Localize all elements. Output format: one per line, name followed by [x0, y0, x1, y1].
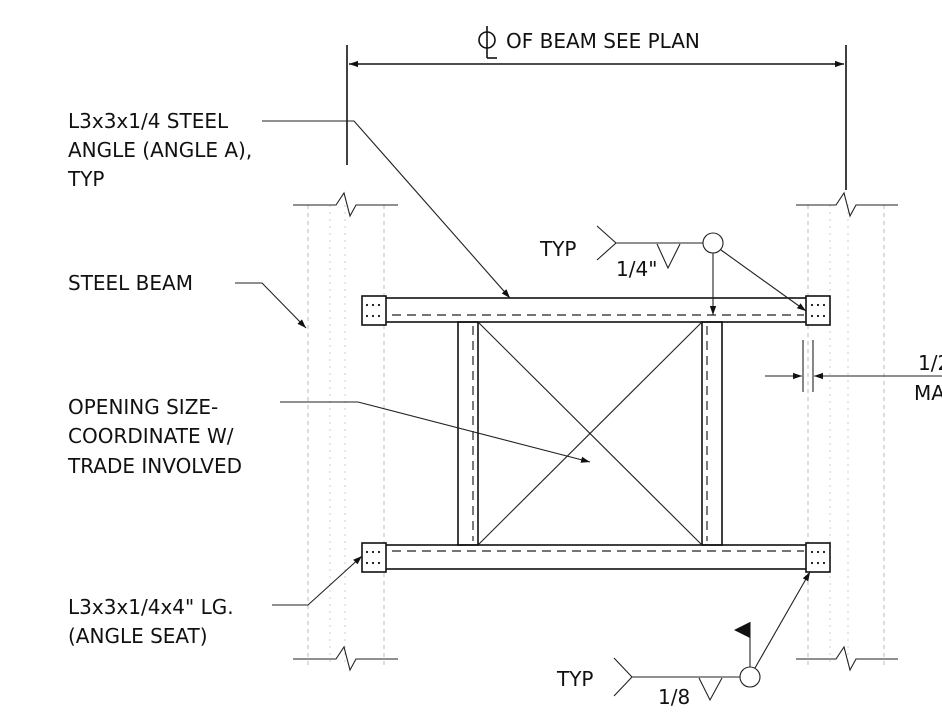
- break-line-top-right: [796, 191, 898, 218]
- angle-seat-leader: [272, 555, 363, 606]
- steel-beam-label: STEEL BEAM: [68, 271, 193, 295]
- top-right-seat-plate: [805, 295, 831, 326]
- weld-top-typ: TYP: [539, 237, 577, 261]
- angle-seat-callout: L3x3x1/4x4" LG. (ANGLE SEAT): [68, 555, 363, 648]
- weld-top-tail: [596, 225, 617, 261]
- weld-symbol-top: TYP 1/4": [539, 225, 807, 315]
- centerline-dimension: OF BEAM SEE PLAN: [346, 26, 847, 190]
- steel-beam-leader: [235, 282, 307, 329]
- angle-a-label-line1: L3x3x1/4 STEEL: [68, 109, 229, 133]
- opening-leader: [280, 401, 591, 463]
- weld-bottom-arrow: [754, 571, 811, 669]
- angle-a-callout: L3x3x1/4 STEEL ANGLE (ANGLE A), TYP: [67, 109, 511, 299]
- opening-cross: [477, 321, 703, 546]
- gap-dimension-note: MA: [914, 381, 942, 405]
- break-line-bottom-left: [293, 645, 398, 672]
- weld-bottom-tail: [613, 657, 633, 697]
- angle-a-label-line3: TYP: [67, 167, 105, 191]
- weld-top-size: 1/4": [616, 257, 657, 281]
- left-vertical-angle: [457, 321, 479, 546]
- opening-callout: OPENING SIZE- COORDINATE W/ TRADE INVOLV…: [67, 395, 591, 478]
- weld-bottom-typ: TYP: [556, 667, 594, 691]
- angle-seat-label-line1: L3x3x1/4x4" LG.: [68, 595, 234, 619]
- opening-label-line1: OPENING SIZE-: [68, 395, 218, 419]
- break-line-bottom-right: [796, 645, 898, 672]
- weld-symbol-bottom: TYP 1/8: [556, 571, 811, 709]
- top-left-seat-plate: [361, 295, 387, 326]
- opening-label-line2: COORDINATE W/: [68, 424, 234, 448]
- centerline-icon: [478, 26, 497, 59]
- gap-dimension-value: 1/2: [918, 351, 942, 375]
- bottom-left-seat-plate: [361, 542, 387, 573]
- fillet-weld-icon: [656, 243, 681, 270]
- flag-icon: [734, 622, 751, 667]
- break-line-top-left: [293, 191, 398, 218]
- weld-bottom-size: 1/8: [658, 685, 690, 709]
- bottom-right-seat-plate: [805, 542, 831, 573]
- centerline-label: OF BEAM SEE PLAN: [506, 29, 700, 53]
- weld-top-arrow-right: [720, 249, 807, 312]
- circle-icon: [739, 666, 761, 688]
- gap-dimension: 1/2 MA: [765, 340, 942, 405]
- bottom-angle: [361, 542, 831, 573]
- opening-label-line3: TRADE INVOLVED: [67, 454, 242, 478]
- top-angle: [361, 295, 831, 326]
- steel-beam-right: [796, 191, 898, 672]
- angle-a-label-line2: ANGLE (ANGLE A),: [68, 138, 252, 162]
- angle-seat-label-line2: (ANGLE SEAT): [68, 624, 208, 648]
- circle-icon: [702, 232, 724, 254]
- steel-beam-callout: STEEL BEAM: [68, 271, 307, 329]
- steel-beam-left: [293, 191, 398, 672]
- angle-a-leader: [262, 120, 511, 299]
- right-vertical-angle: [701, 321, 723, 546]
- fillet-weld-icon: [698, 677, 723, 702]
